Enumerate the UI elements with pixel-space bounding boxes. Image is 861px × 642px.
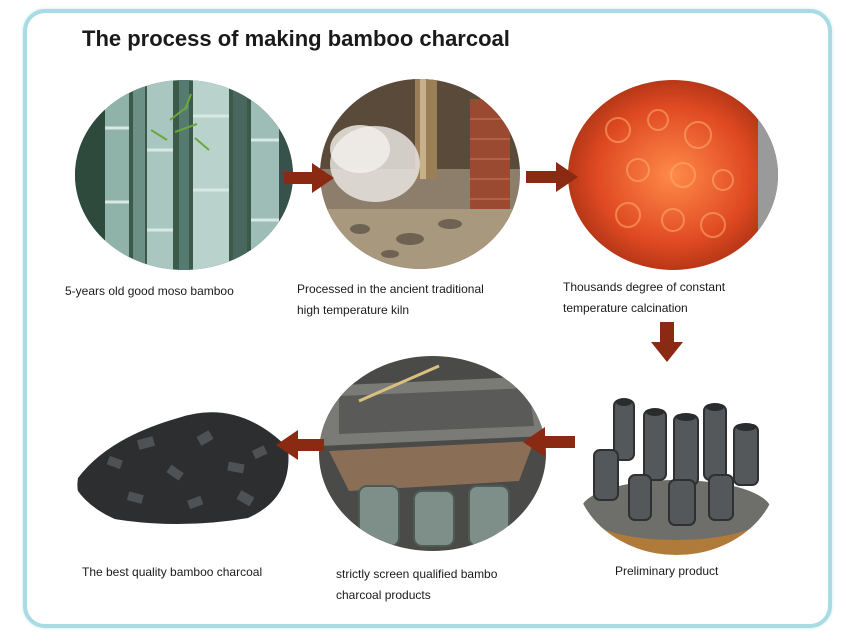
step-1-bamboo-image [75,80,293,270]
step-4-preliminary-image [574,380,779,555]
step-2-kiln-image [320,79,520,269]
step-4-caption: Preliminary product [615,564,719,578]
step-3-calcination-image [568,80,778,270]
step-5-screening-image [319,356,546,551]
arrow-right-2 [526,162,578,192]
step-2-caption: Processed in the ancient traditional hig… [297,282,484,317]
arrow-down [651,322,683,362]
step-1-caption: 5-years old good moso bamboo [65,284,234,298]
step-6-granules-image [68,378,296,530]
page-title: The process of making bamboo charcoal [82,26,510,51]
arrow-left-1 [523,427,575,457]
step-5-caption: strictly screen qualified bambo charcoal… [336,567,498,602]
step-6-caption: The best quality bamboo charcoal [82,565,263,579]
arrow-right-1 [284,163,334,193]
arrow-left-2 [276,430,324,460]
step-3-caption: Thousands degree of constant temperature… [563,280,726,315]
